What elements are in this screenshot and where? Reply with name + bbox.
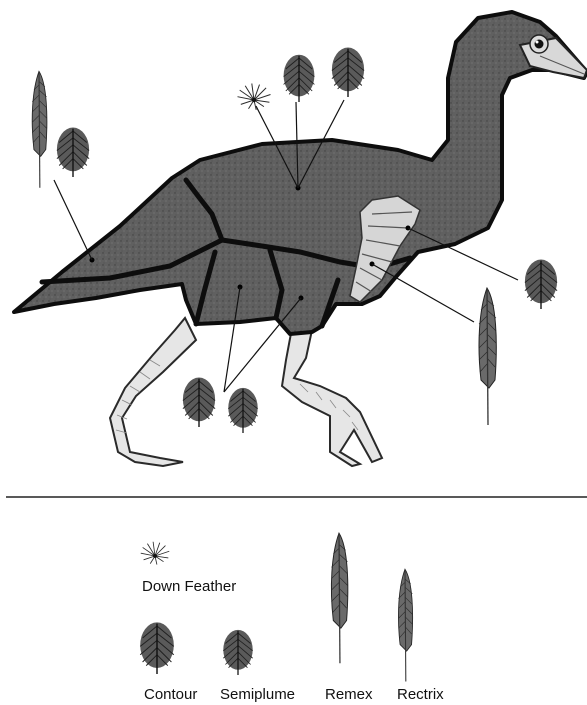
semiplume-specimen-icon-1 bbox=[284, 55, 315, 102]
rectrix-feather-icon bbox=[398, 569, 412, 681]
legend-label-down-feather: Down Feather bbox=[142, 578, 236, 596]
semiplume-specimen-icon-3 bbox=[228, 388, 257, 433]
legend-label-contour: Contour bbox=[144, 686, 197, 704]
leg-left bbox=[110, 318, 196, 466]
legend-icons bbox=[140, 533, 412, 681]
legend-label-rectrix: Rectrix bbox=[397, 686, 444, 704]
contour-specimen-icon bbox=[57, 128, 89, 177]
rectrix-specimen-icon bbox=[32, 71, 47, 187]
semiplume-specimen-icon-2 bbox=[332, 48, 364, 97]
legend-label-remex: Remex bbox=[325, 686, 373, 704]
down-specimen-icon-1 bbox=[238, 84, 271, 110]
contour-feather-icon bbox=[140, 622, 174, 674]
contour-specimen-icon-2 bbox=[183, 378, 215, 427]
semiplume-feather-icon bbox=[223, 630, 252, 675]
remex-specimen-icon bbox=[479, 288, 496, 425]
leg-right bbox=[282, 328, 382, 466]
contour-specimen-icon-3 bbox=[525, 260, 557, 309]
down-feather-icon bbox=[141, 542, 170, 565]
legend-label-semiplume: Semiplume bbox=[220, 686, 295, 704]
remex-feather-icon bbox=[331, 533, 347, 663]
